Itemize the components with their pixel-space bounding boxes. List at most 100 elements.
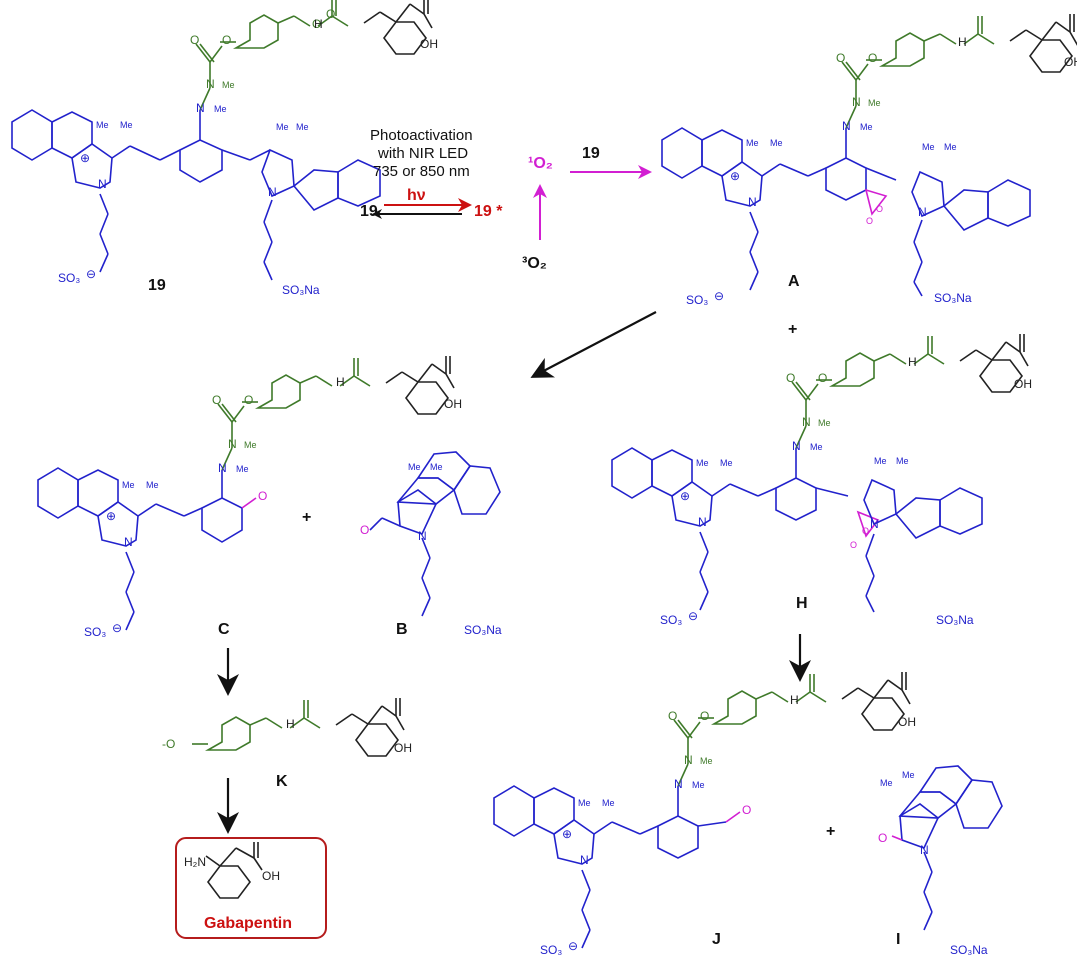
a-so3-right: SO₃Na [934, 291, 972, 305]
compound-H: N ⊕ Me Me N Me N Me O O O O H OH N Me Me… [611, 333, 1032, 627]
c-me3: Me [236, 464, 249, 474]
k-oxide: -O [162, 737, 175, 751]
h-n-carb: N [802, 415, 811, 429]
a-me2: Me [770, 138, 783, 148]
a-o1: O [836, 51, 845, 65]
condition-line1: Photoactivation [370, 127, 473, 144]
j-me1: Me [578, 798, 591, 808]
a-me3: Me [860, 122, 873, 132]
b-o-aldehyde: O [360, 523, 369, 537]
compound-I: O N Me Me SO₃Na I [878, 765, 1003, 957]
gaba-oh: OH [262, 869, 280, 883]
a-n-left: N [748, 195, 757, 209]
j-plus: ⊕ [562, 827, 572, 841]
j-so3-minus: ⊖ [568, 939, 578, 953]
c-n-carb: N [228, 437, 237, 451]
c-o2: O [244, 393, 253, 407]
h-nh: H [908, 355, 917, 369]
a-nh: H [958, 35, 967, 49]
h-n-right: N [870, 517, 879, 531]
c19-me2: Me [120, 120, 133, 130]
c19-o3: O [312, 17, 321, 31]
condition-line2: with NIR LED [377, 145, 468, 162]
species-19-excited: 19 * [474, 203, 503, 220]
a-me6: Me [944, 142, 957, 152]
i-n: N [920, 843, 929, 857]
c-n-left: N [124, 535, 133, 549]
label-C: C [218, 621, 230, 638]
light-symbol: hν [407, 187, 426, 204]
arrow-to-C-B [530, 311, 657, 378]
a-o-peroxide1: O [876, 204, 883, 214]
b-n: N [418, 529, 427, 543]
b-so3-right: SO₃Na [464, 623, 502, 637]
a-so3-minus: ⊖ [714, 289, 724, 303]
condition-line3: 735 or 850 nm [373, 163, 470, 180]
c19-me3: Me [214, 104, 227, 114]
a-me5: Me [922, 142, 935, 152]
j-o1: O [668, 709, 677, 723]
c-me2: Me [146, 480, 159, 490]
j-n-carb: N [684, 753, 693, 767]
a-plus: ⊕ [730, 169, 740, 183]
c19-plus: ⊕ [80, 151, 90, 165]
compound-C: N ⊕ Me Me N Me N Me O O O H OH SO₃ ⊖ C [37, 355, 462, 639]
label-K: K [276, 773, 288, 790]
j-o-aldehyde: O [742, 803, 751, 817]
label-J: J [712, 931, 721, 948]
h-n-amine: N [792, 439, 801, 453]
i-o-ketone: O [878, 831, 887, 845]
gabapentin-box: H₂N OH Gabapentin [175, 837, 327, 939]
h-me4: Me [818, 418, 831, 428]
gabapentin-label: Gabapentin [204, 915, 292, 932]
a-so3-left: SO₃ [686, 293, 708, 307]
c19-n-right: N [268, 185, 277, 199]
h-so3-minus: ⊖ [688, 609, 698, 623]
plus-j-i: + [826, 823, 835, 840]
species-19-reactant: 19 [582, 145, 600, 162]
a-o2: O [868, 51, 877, 65]
b-me2: Me [430, 462, 443, 472]
c-so3-left: SO₃ [84, 625, 106, 639]
c-so3-minus: ⊖ [112, 621, 122, 635]
plus-c-b: + [302, 509, 311, 526]
c-me4: Me [244, 440, 257, 450]
c-o-ketone: O [258, 489, 267, 503]
c19-me6: Me [296, 122, 309, 132]
c19-o1: O [190, 33, 199, 47]
j-nh: H [790, 693, 799, 707]
c19-so3-left: SO₃ [58, 271, 80, 285]
j-n-amine: N [674, 777, 683, 791]
i-me2: Me [902, 770, 915, 780]
c19-n-left: N [98, 177, 107, 191]
h-so3-left: SO₃ [660, 613, 682, 627]
j-me3: Me [692, 780, 705, 790]
j-oh: OH [898, 715, 916, 729]
a-n-carb: N [852, 95, 861, 109]
b-me1: Me [408, 462, 421, 472]
j-me4: Me [700, 756, 713, 766]
h-n-left: N [698, 515, 707, 529]
a-o-peroxide2: O [866, 216, 873, 226]
label-B: B [396, 621, 408, 638]
c19-n-carb: N [206, 77, 215, 91]
h-so3-right: SO₃Na [936, 613, 974, 627]
k-nh: H [286, 717, 295, 731]
gaba-h2n: H₂N [184, 855, 206, 869]
label-I: I [896, 931, 900, 948]
k-oh: OH [394, 741, 412, 755]
c-oh: OH [444, 397, 462, 411]
a-oh: OH [1064, 55, 1077, 69]
h-o2: O [818, 371, 827, 385]
j-n-left: N [580, 853, 589, 867]
h-me2: Me [720, 458, 733, 468]
triplet-oxygen: ³O₂ [522, 255, 547, 272]
c19-me4: Me [222, 80, 235, 90]
a-me4: Me [868, 98, 881, 108]
a-me1: Me [746, 138, 759, 148]
c-nh: H [336, 375, 345, 389]
c19-nh: H [314, 17, 323, 31]
c19-so3-right: SO₃Na [282, 283, 320, 297]
